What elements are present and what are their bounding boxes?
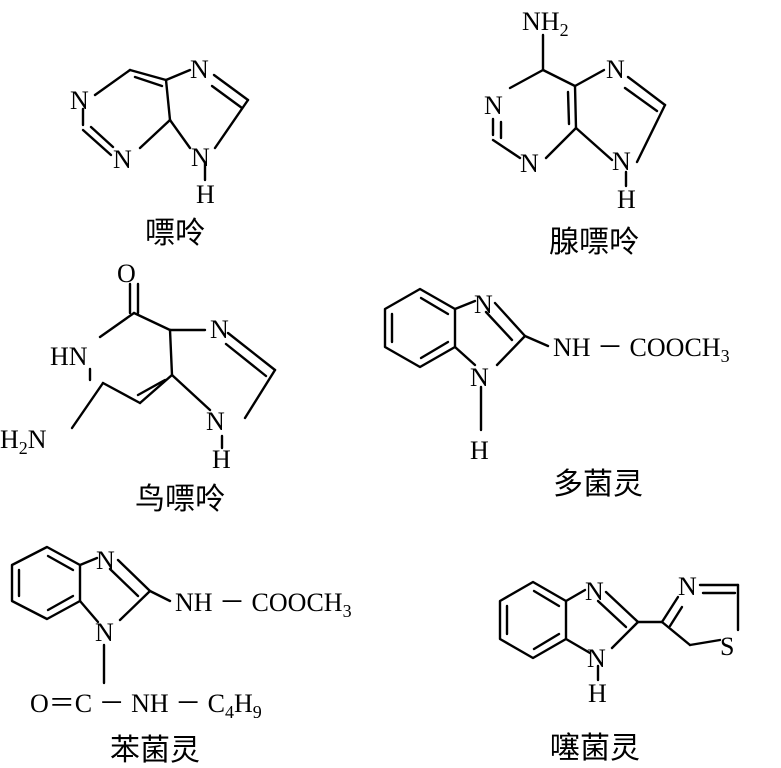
- adenine-amino: NH2: [522, 7, 569, 40]
- purine-structure: N N N N H 嘌呤: [70, 55, 250, 251]
- adenine-n1: N: [484, 91, 503, 120]
- carbendazim-n1: N: [470, 363, 489, 392]
- adenine-n7: N: [606, 55, 625, 84]
- carbendazim-side-chain: NH － COOCH3: [553, 333, 730, 366]
- benomyl-n3: N: [96, 546, 115, 575]
- carbendazim-structure: N N H NH － COOCH3 多菌灵: [383, 287, 730, 502]
- thiabendazole-structure: N N H N S 噻菌灵: [498, 572, 740, 766]
- guanine-structure: O HN H2N N N H 鸟嘌呤: [0, 259, 277, 517]
- guanine-amino: H2N: [0, 425, 47, 458]
- benomyl-n1: N: [95, 618, 114, 647]
- purine-n1: N: [70, 86, 89, 115]
- adenine-n3: N: [520, 149, 539, 178]
- guanine-n1: HN: [50, 342, 88, 371]
- thiazole-s: S: [720, 632, 734, 661]
- carbendazim-n3: N: [474, 290, 493, 319]
- carbendazim-h: H: [470, 436, 489, 465]
- guanine-oxo: O: [117, 259, 136, 288]
- adenine-h: H: [617, 185, 636, 214]
- purine-n7: N: [190, 55, 209, 84]
- thiabendazole-h: H: [588, 679, 607, 708]
- purine-n9: N: [191, 143, 210, 172]
- carbendazim-name: 多菌灵: [553, 467, 643, 502]
- guanine-n7: N: [210, 315, 229, 344]
- thiabendazole-n3: N: [585, 577, 604, 606]
- guanine-n9: N: [206, 407, 225, 436]
- adenine-n9: N: [612, 147, 631, 176]
- benomyl-side-chain: NH － COOCH3: [175, 588, 352, 621]
- thiazole-n: N: [678, 572, 697, 601]
- benomyl-structure: N N NH － COOCH3 O＝C － NH － C4H9 苯菌灵: [10, 545, 352, 768]
- purine-name: 嘌呤: [145, 216, 205, 251]
- benomyl-carbamoyl: O＝C － NH － C4H9: [30, 689, 262, 722]
- adenine-structure: NH2 N N N N H 腺嘌呤: [484, 7, 667, 260]
- purine-h: H: [196, 180, 215, 209]
- adenine-name: 腺嘌呤: [549, 225, 639, 260]
- guanine-h: H: [212, 445, 231, 474]
- purine-n3: N: [113, 145, 132, 174]
- thiabendazole-name: 噻菌灵: [550, 731, 640, 766]
- benomyl-name: 苯菌灵: [110, 733, 200, 768]
- thiabendazole-n1: N: [587, 644, 606, 673]
- guanine-name: 鸟嘌呤: [135, 482, 225, 517]
